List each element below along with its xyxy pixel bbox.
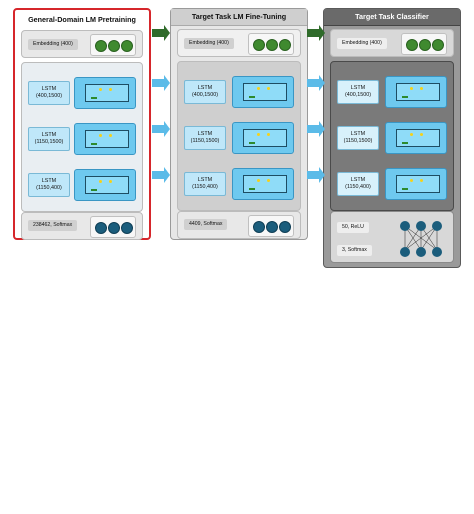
embedding-row: Embedding (400) [177, 29, 301, 57]
lstm-transfer-arrow [307, 75, 325, 91]
output-row: 4409, Softmax [177, 211, 301, 239]
lstm-stack: LSTM(400,1500) LSTM(1150,1500) LSTM(1150… [330, 61, 454, 211]
embedding-transfer-arrow [307, 25, 325, 41]
lstm-label-line2: (400,1500) [344, 92, 372, 98]
embedding-node [121, 40, 133, 52]
lstm-layer-label: LSTM(1150,1500) [337, 126, 379, 150]
output-label: 238462, Softmax [28, 220, 78, 231]
lstm-label-line1: LSTM [197, 85, 213, 91]
embedding-node [432, 39, 444, 51]
output-node [253, 221, 265, 233]
relu-node [416, 221, 426, 231]
embedding-node [95, 40, 107, 52]
column-pretraining: General-Domain LM Pretraining Embedding … [13, 8, 151, 240]
lstm-label-line1: LSTM [41, 86, 57, 92]
lstm-label-line1: LSTM [350, 131, 366, 137]
softmax-node [416, 247, 426, 257]
embedding-node [253, 39, 265, 51]
lstm-label-line2: (1150,1500) [190, 138, 220, 144]
output-nodes [248, 215, 294, 237]
lstm-transfer-arrow [152, 75, 170, 91]
relu-node [432, 221, 442, 231]
lstm-layer-label: LSTM(1150,400) [337, 172, 379, 196]
lstm-layer-label: LSTM(400,1500) [28, 81, 70, 105]
classifier-head: 50, ReLU 3, Softmax [330, 211, 454, 263]
lstm-label-line1: LSTM [197, 131, 213, 137]
lstm-stack: LSTM(400,1500) LSTM(1150,1500) LSTM(1150… [177, 61, 301, 211]
lstm-transfer-arrow [152, 121, 170, 137]
lstm-layer-label: LSTM(400,1500) [337, 80, 379, 104]
lstm-label-line1: LSTM [197, 177, 213, 183]
lstm-layer-label: LSTM(1150,400) [28, 173, 70, 197]
embedding-label: Embedding (400) [184, 38, 234, 49]
embedding-label: Embedding (400) [337, 38, 387, 49]
lstm-cell [74, 169, 136, 201]
lstm-cell [232, 76, 294, 108]
embedding-node [406, 39, 418, 51]
lstm-label-line2: (400,1500) [191, 92, 219, 98]
column-classifier: Target Task Classifier Embedding (400) L… [323, 8, 461, 268]
output-row: 238462, Softmax [21, 212, 143, 240]
lstm-layer-label: LSTM(1150,400) [184, 172, 226, 196]
output-node [279, 221, 291, 233]
lstm-label-line2: (1150,400) [36, 185, 62, 191]
embedding-node [279, 39, 291, 51]
lstm-transfer-arrow [307, 167, 325, 183]
output-node [266, 221, 278, 233]
output-nodes [90, 216, 136, 238]
lstm-label-line1: LSTM [350, 177, 366, 183]
lstm-layer-label: LSTM(1150,1500) [28, 127, 70, 151]
lstm-cell [232, 168, 294, 200]
transfer-arrows-1-2 [152, 25, 170, 183]
lstm-label-line2: (1150,1500) [343, 138, 373, 144]
column-title: Target Task Classifier [324, 9, 460, 26]
output-label: 4409, Softmax [184, 219, 228, 230]
embedding-label: Embedding (400) [28, 39, 78, 50]
lstm-cell [385, 168, 447, 200]
embedding-row: Embedding (400) [21, 30, 143, 58]
lstm-label-line2: (1150,400) [192, 184, 218, 190]
embedding-node [108, 40, 120, 52]
lstm-stack: LSTM(400,1500) LSTM(1150,1500) LSTM(1150… [21, 62, 143, 212]
column-finetuning: Target Task LM Fine-Tuning Embedding (40… [170, 8, 308, 240]
relu-node [400, 221, 410, 231]
classifier-layer-label: 50, ReLU [337, 222, 369, 233]
embedding-nodes [401, 33, 447, 55]
lstm-label-line2: (1150,400) [345, 184, 371, 190]
lstm-label-line1: LSTM [41, 178, 57, 184]
lstm-label-line2: (1150,1500) [34, 139, 64, 145]
embedding-nodes [248, 33, 294, 55]
output-node [121, 222, 133, 234]
embedding-nodes [90, 34, 136, 56]
softmax-node [432, 247, 442, 257]
lstm-transfer-arrow [307, 121, 325, 137]
lstm-cell [232, 122, 294, 154]
embedding-transfer-arrow [152, 25, 170, 41]
embedding-row: Embedding (400) [330, 29, 454, 57]
transfer-arrows-2-3 [307, 25, 325, 183]
output-node [95, 222, 107, 234]
lstm-cell [385, 76, 447, 108]
lstm-label-line2: (400,1500) [35, 93, 63, 99]
softmax-node [400, 247, 410, 257]
lstm-cell [74, 123, 136, 155]
embedding-node [266, 39, 278, 51]
classifier-network [400, 221, 442, 257]
column-title: General-Domain LM Pretraining [28, 15, 136, 24]
lstm-transfer-arrow [152, 167, 170, 183]
lstm-layer-label: LSTM(1150,1500) [184, 126, 226, 150]
lstm-label-line1: LSTM [41, 132, 57, 138]
classifier-layer-label: 3, Softmax [337, 245, 372, 256]
lstm-label-line1: LSTM [350, 85, 366, 91]
lstm-layer-label: LSTM(400,1500) [184, 80, 226, 104]
lstm-cell [74, 77, 136, 109]
column-title: Target Task LM Fine-Tuning [171, 9, 307, 26]
output-node [108, 222, 120, 234]
lstm-cell [385, 122, 447, 154]
embedding-node [419, 39, 431, 51]
